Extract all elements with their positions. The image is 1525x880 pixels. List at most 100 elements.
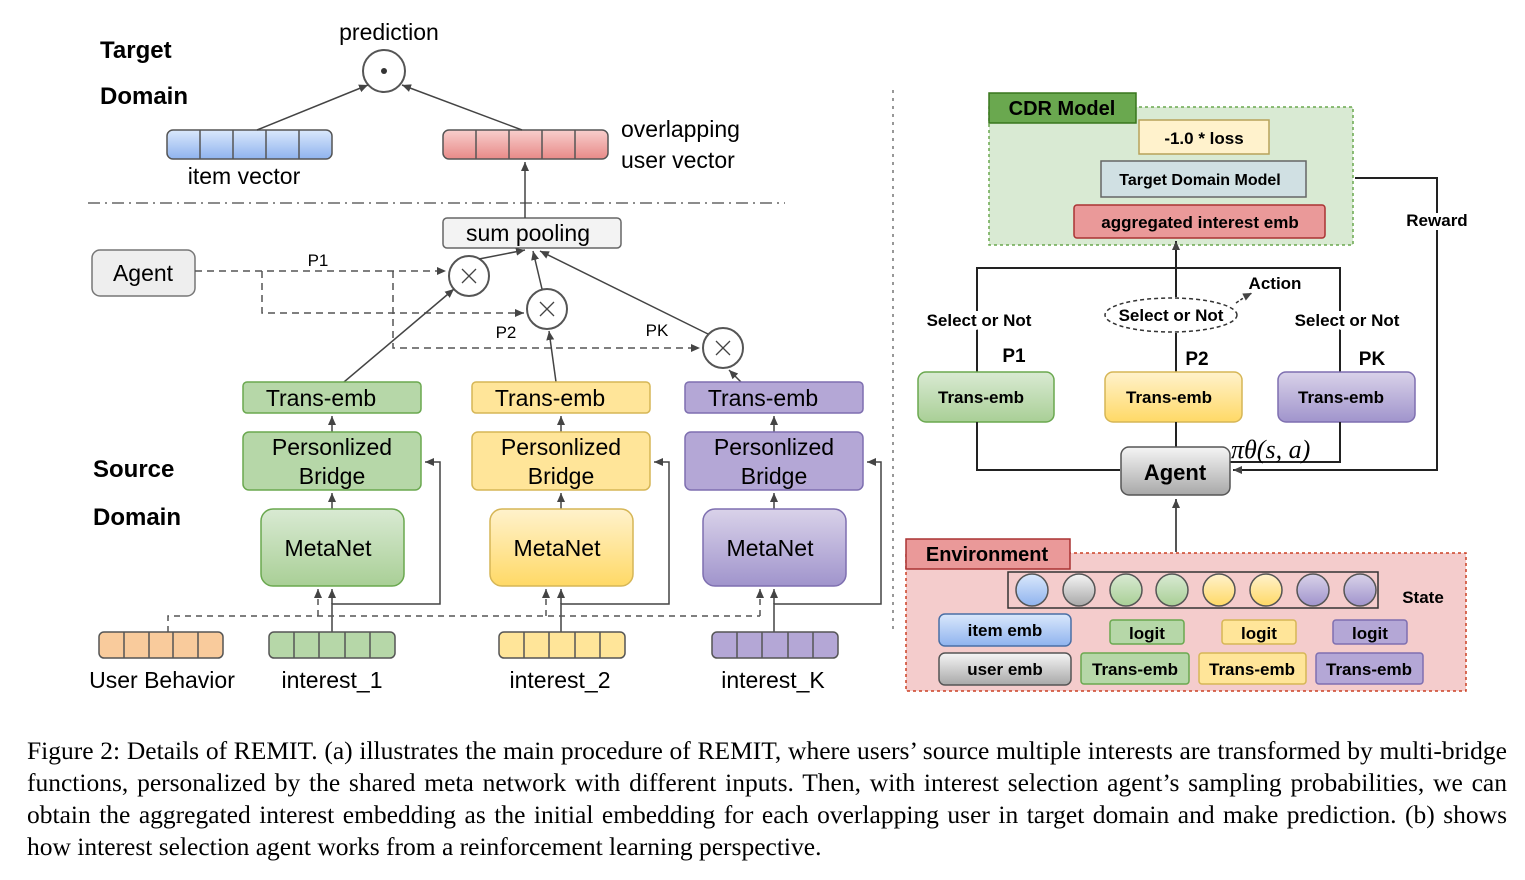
left-agent-label: Agent [113,260,174,286]
remit-diagram: Target Domain prediction item vector ove… [88,19,1472,693]
environment-tag [905,538,1071,570]
target-domain-label-2: Domain [100,83,188,110]
item-to-prediction-arrow [256,84,369,131]
state-box [1007,571,1379,609]
select-or-not-2-label: Select or Not [1119,306,1224,325]
loss-label: -1.0 * loss [1164,129,1243,148]
bridge-2-label-2: Bridge [528,463,594,489]
state-trans-emb-1-box [1080,652,1190,685]
interest-k-vector [711,631,839,659]
right-trans-emb-1 [917,371,1055,423]
environment-label: Environment [926,544,1049,566]
user-to-prediction-arrow [401,84,523,131]
reward-arrow [1233,177,1438,474]
state-trans-emb-1-label: Trans-emb [1092,660,1178,679]
right-pk-label: PK [1359,349,1386,370]
user-behavior-label: User Behavior [89,667,235,693]
bridge-1-label-1: Personlized [272,434,392,460]
path-p2-label: P2 [496,323,517,342]
target-domain-label-1: Target [100,37,172,64]
metanet-k-label: MetaNet [727,535,815,561]
item-emb-box [938,613,1072,647]
right-p2-label: P2 [1185,349,1208,370]
user-behavior-vector [98,631,224,659]
state-label: State [1402,588,1444,607]
right-trans-emb-1-label: Trans-emb [938,388,1024,407]
policy-label: πθ(s, a) [1231,435,1310,464]
trans-emb-2-label: Trans-emb [495,385,605,411]
bridge-k-label-2: Bridge [741,463,807,489]
column-interest-k: Trans-emb Personlized Bridge MetaNet int… [684,381,882,693]
figure-caption: Figure 2: Details of REMIT. (a) illustra… [27,736,1507,861]
state-trans-emb-2-label: Trans-emb [1209,660,1295,679]
metanet-k [702,508,847,587]
right-trans-emb-k [1277,371,1416,423]
state-trans-emb-k-label: Trans-emb [1326,660,1412,679]
logit-2-box [1221,619,1297,645]
bridge-k-label-1: Personlized [714,434,834,460]
source-domain-label-2: Domain [93,504,181,531]
selection-bus [976,267,1341,372]
left-panel: Target Domain prediction item vector ove… [88,19,882,693]
loss-box [1138,119,1270,155]
user-emb-label: user emb [967,660,1043,679]
overlapping-user-vector [442,129,609,160]
right-agent-box [1120,446,1231,496]
select-or-not-1-label: Select or Not [927,311,1032,330]
bridge-1 [242,431,422,491]
sum-pooling-box [442,217,622,249]
trans-emb-1-label: Trans-emb [266,385,376,411]
multiply-node-k [702,327,744,369]
interest-1-vector [268,631,396,659]
right-trans-emb-k-label: Trans-emb [1298,388,1384,407]
right-trans-emb-2 [1104,371,1243,423]
user-emb-box [938,652,1072,686]
right-p1-label: P1 [1002,346,1026,367]
trans-emb-2 [471,381,651,414]
bridge-2 [471,431,651,491]
right-trans-emb-2-label: Trans-emb [1126,388,1212,407]
user-behavior-dashed-feed [167,589,764,632]
transk-to-agent [1230,422,1341,463]
bridge-1-label-2: Bridge [299,463,365,489]
column-interest-1: Trans-emb Personlized Bridge MetaNet int… [242,381,441,693]
trans-emb-k [684,381,864,414]
metanet-2-label: MetaNet [514,535,602,561]
state-trans-emb-2-box [1198,652,1307,685]
aggregated-emb-label: aggregated interest emb [1101,213,1298,232]
item-vector-label: item vector [188,163,301,189]
mul1-to-pooling [478,247,526,260]
reward-label-bg: Reward [1406,211,1467,230]
agent-probability-paths [195,267,700,352]
target-domain-model-label: Target Domain Model [1119,172,1281,189]
select-3-bg: Select or Not [1295,311,1400,330]
bridge-2-label-1: Personlized [501,434,621,460]
trans1-to-mul1 [343,288,455,383]
overlapping-user-vector-label-1: overlapping [621,116,740,142]
logit-k-box [1332,619,1408,645]
mul2-to-pooling [531,250,543,290]
trans-emb-k-label: Trans-emb [708,385,818,411]
item-emb-label: item emb [968,621,1043,640]
state-trans-emb-k-box [1315,652,1424,685]
left-agent-box [91,249,196,297]
right-panel: CDR Model -1.0 * loss Target Domain Mode… [905,92,1472,692]
multiply-node-1 [448,255,490,297]
target-domain-model-box [1100,160,1307,198]
metanet-1-label: MetaNet [285,535,373,561]
transk-to-mulk [728,369,742,383]
state-circles [1015,573,1377,607]
interest-k-label: interest_K [721,667,825,693]
interest-1-label: interest_1 [281,667,382,693]
right-agent-label: Agent [1144,460,1207,485]
multiply-node-2 [526,288,568,330]
path-p1-label: P1 [308,251,329,270]
reward-label: Reward [1406,211,1467,230]
source-domain-label-1: Source [93,456,174,483]
item-vector [166,129,333,160]
select-or-not-3-label: Select or Not [1295,311,1400,330]
cdr-model-label: CDR Model [1009,98,1116,120]
dot-product-icon [381,68,387,74]
trans1-to-agent [976,422,1120,471]
metanet-1 [260,508,405,587]
